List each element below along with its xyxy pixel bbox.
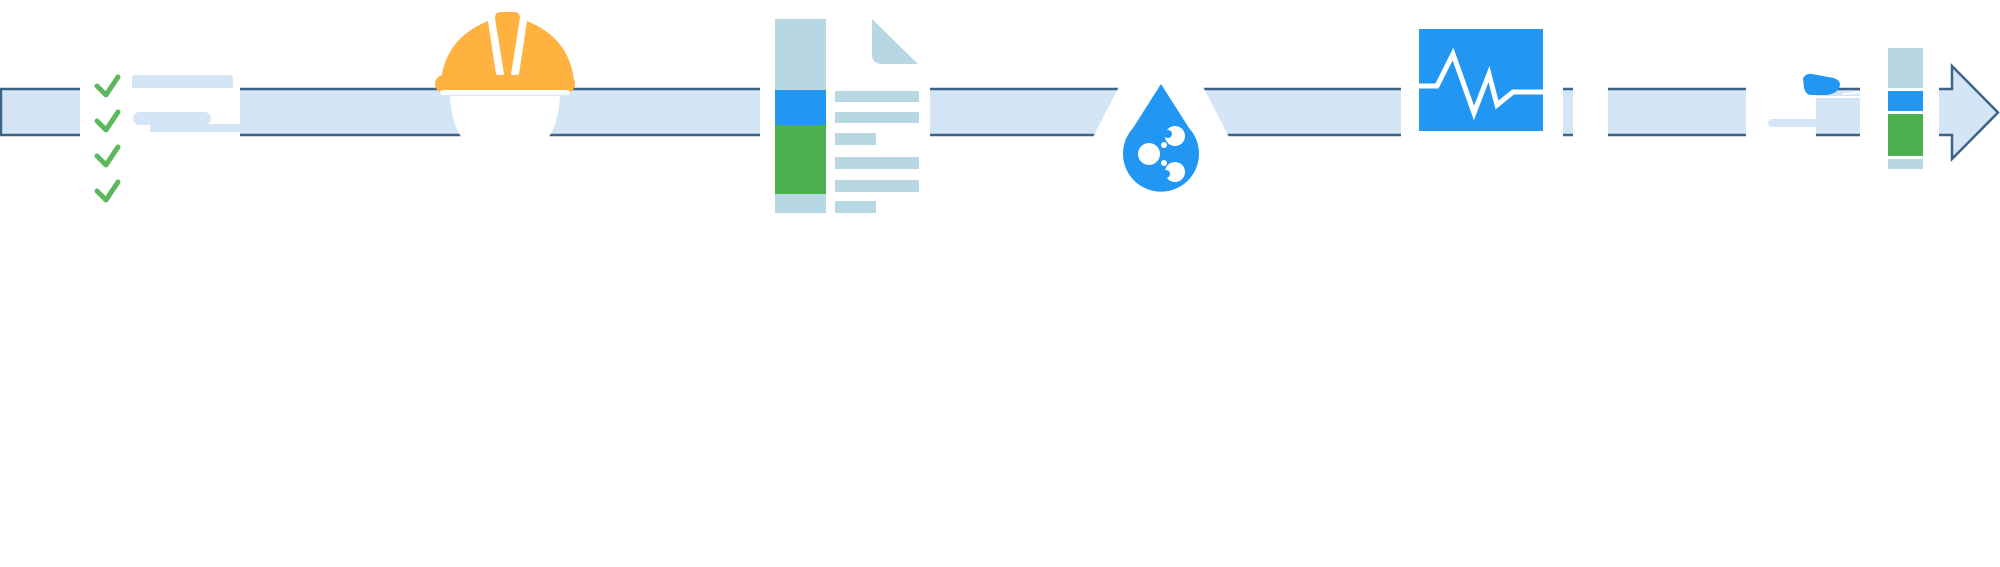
hard-hat-dome	[441, 12, 574, 80]
document-bar-segment-green	[775, 125, 826, 194]
monitor-heartbeat-icon	[1401, 20, 1608, 141]
hard-hat-brim	[435, 75, 575, 93]
document-folded-corner	[872, 19, 918, 64]
stacked-bar-icon	[1882, 48, 1924, 172]
check-mark-1	[94, 74, 121, 98]
checklist-line-2	[133, 112, 211, 125]
flask-molecule	[1138, 126, 1185, 182]
check-mark-3	[94, 144, 121, 168]
hard-hat-icon	[435, 12, 575, 140]
document-text-line-2	[835, 112, 919, 123]
stacked-bar-segment-green	[1888, 114, 1923, 156]
document-text-line-3	[835, 133, 876, 145]
document-text-line-4	[835, 157, 919, 169]
tray-backdrop-left	[1746, 86, 1816, 138]
document-bar-segment-bottom	[775, 194, 826, 213]
hard-hat-chin-area	[450, 96, 560, 140]
monitor-gap	[1573, 86, 1608, 141]
check-mark-4	[94, 179, 121, 203]
stacked-bar-segment-blue	[1888, 91, 1923, 111]
stacked-bar-segment-top	[1888, 48, 1923, 88]
document-icon	[760, 12, 930, 222]
document-bar-segment-blue	[775, 90, 826, 125]
flask-icon	[1093, 48, 1229, 192]
tray-bar	[1768, 119, 1842, 127]
tray-cloud	[1803, 73, 1840, 95]
tray-cloud-outline	[1769, 91, 1863, 98]
checklist-line-3	[150, 124, 256, 132]
monitor-pulse-line	[1411, 47, 1553, 121]
process-arrow	[0, 62, 2000, 163]
document-text-line-6	[835, 201, 876, 213]
checklist-icon	[80, 70, 256, 203]
check-mark-2	[94, 109, 121, 133]
hard-hat-brim-highlight	[440, 90, 570, 95]
document-text-line-5	[835, 180, 919, 192]
document-bar-segment-top	[775, 19, 826, 90]
checklist-line-1	[132, 75, 233, 88]
document-text-line-1	[835, 91, 919, 102]
stacked-bar-segment-bottom	[1888, 159, 1923, 169]
